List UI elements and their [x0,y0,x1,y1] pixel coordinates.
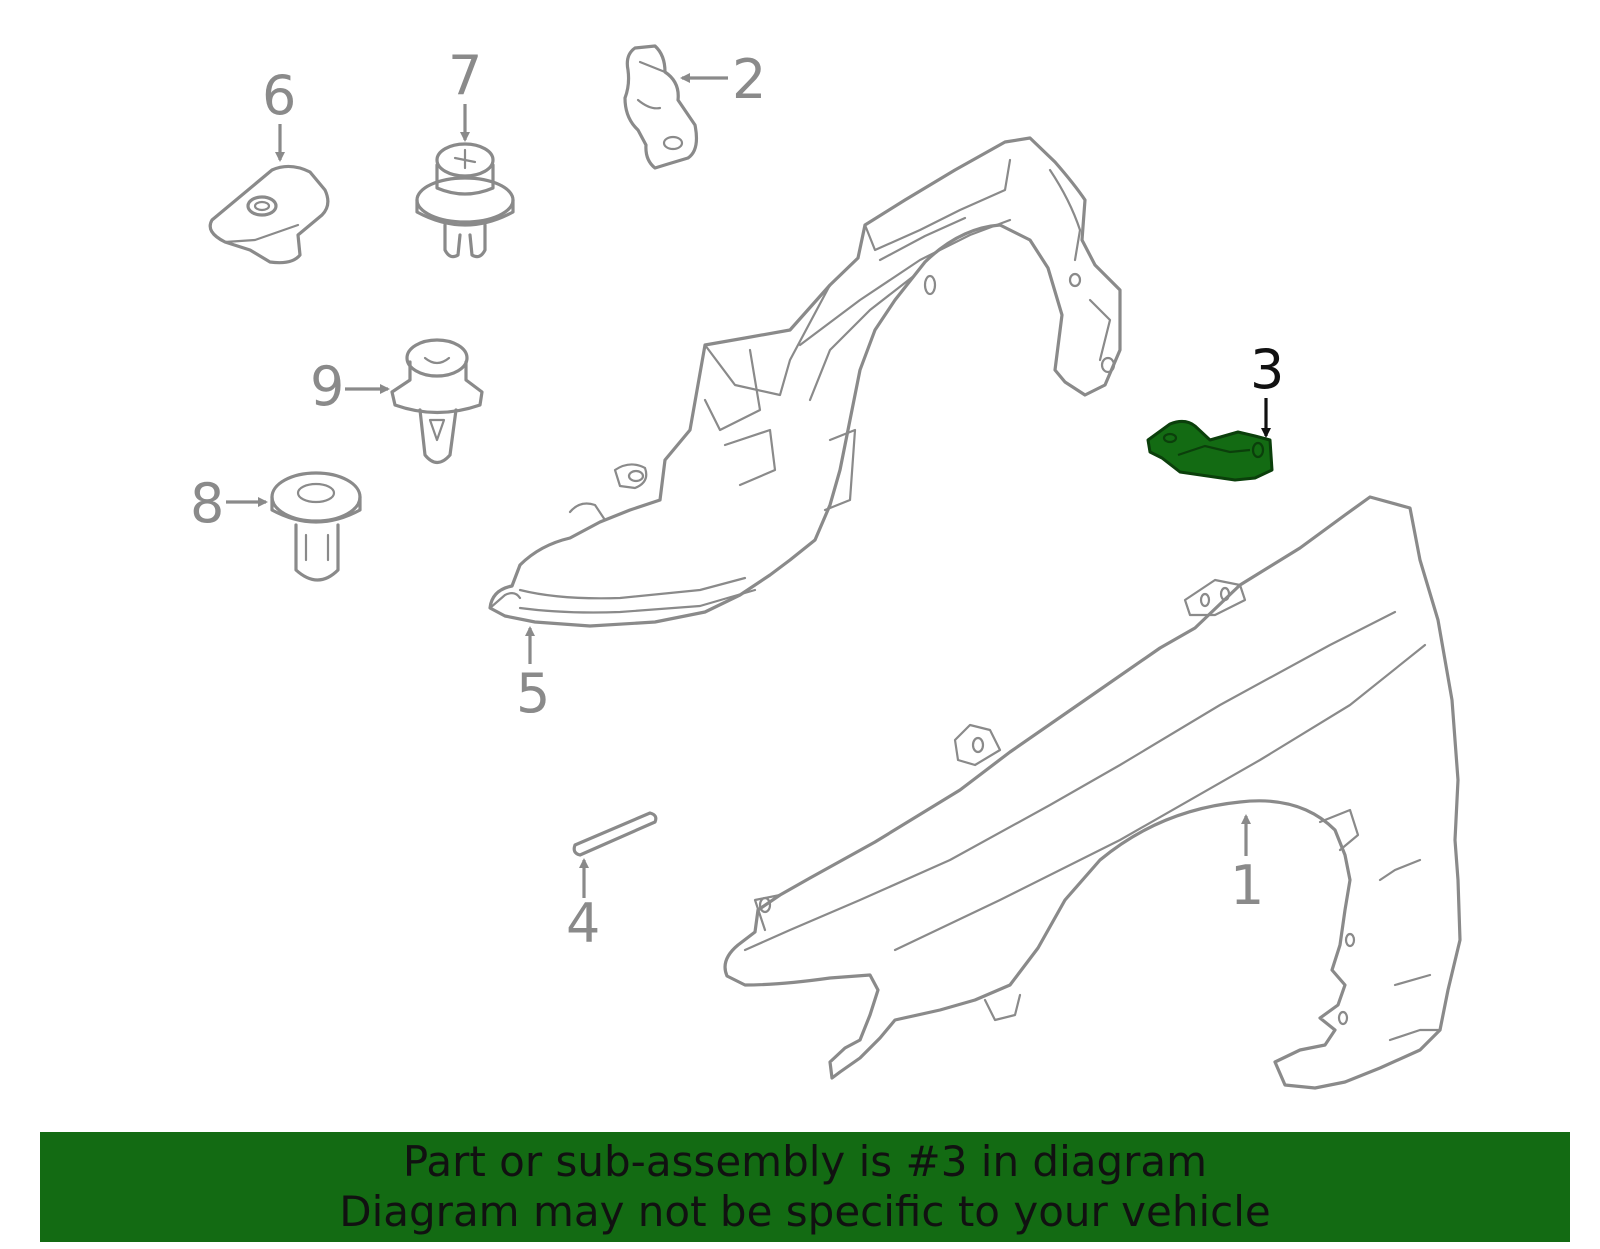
callout-9: 9 [310,355,344,418]
part-9-grommet-clip [390,338,484,465]
part-2-bracket [623,44,699,170]
part-5-fender-liner [488,136,1122,628]
callout-8: 8 [190,472,224,535]
part-7-push-clip [415,142,515,259]
callout-7: 7 [448,44,482,107]
callout-2: 2 [732,48,766,111]
callout-5: 5 [516,662,550,725]
part-3-support-bracket [1146,419,1274,482]
part-6-clip-nut [208,164,330,265]
callout-3: 3 [1250,338,1284,401]
callout-4: 4 [566,892,600,955]
part-4-seal-strip [572,811,658,857]
part-8-retainer-clip [270,471,362,582]
callout-1: 1 [1230,854,1264,917]
part-1-fender [723,495,1462,1090]
callout-6: 6 [262,64,296,127]
banner-line-1: Part or sub-assembly is #3 in diagram [402,1137,1208,1186]
banner-line-2: Diagram may not be specific to your vehi… [339,1187,1271,1236]
info-banner: Part or sub-assembly is #3 in diagram Di… [40,1132,1570,1242]
